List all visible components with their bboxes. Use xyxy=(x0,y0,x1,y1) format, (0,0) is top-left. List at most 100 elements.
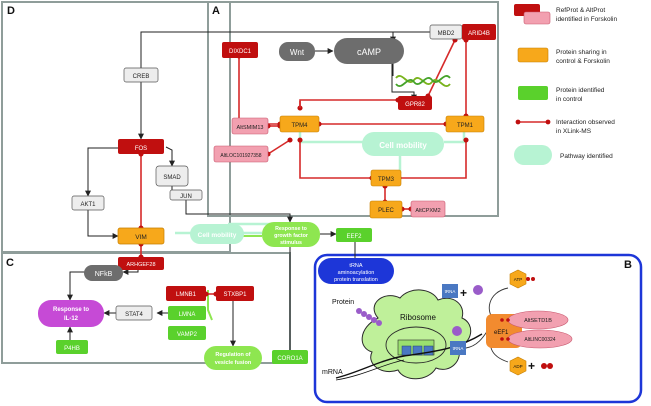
legend-control: Protein identified in control xyxy=(518,86,605,103)
pathway-cell-mobility-d: Cell mobility xyxy=(190,224,244,244)
node-mbd2: MBD2 xyxy=(429,24,463,40)
xlink-tpm4-gpr82 xyxy=(297,97,401,111)
svg-text:tRNA: tRNA xyxy=(453,346,464,351)
svg-text:AltLOC101927358: AltLOC101927358 xyxy=(220,153,261,159)
trna-left: tRNA xyxy=(442,284,458,298)
svg-text:EEF2: EEF2 xyxy=(346,234,362,240)
mrna-label: mRNA xyxy=(322,369,343,376)
legend-xlink-line-2: in XLink-MS xyxy=(556,128,592,135)
svg-text:AltCPXM2: AltCPXM2 xyxy=(415,208,440,214)
node-camp: cAMP xyxy=(334,38,404,64)
regulation-vesicle-line-1: Regulation of xyxy=(215,352,250,358)
legend-xlink-line-1: Interaction observed xyxy=(556,119,615,126)
xlink-tpm4-tpm3 xyxy=(297,137,375,181)
node-wnt: Wnt xyxy=(279,42,315,61)
svg-text:FOS: FOS xyxy=(135,146,147,152)
node-altloc101927358: AltLOC101927358 xyxy=(213,145,269,163)
node-stxbp1: STXBP1 xyxy=(216,286,254,301)
node-gpr82: GPR82 xyxy=(398,96,432,110)
pathway-cell-mobility-a: Cell mobility xyxy=(362,132,444,156)
panel-b-frame xyxy=(313,253,643,404)
dna-helix xyxy=(395,75,451,87)
panel-a-frame xyxy=(207,1,499,217)
legend-refprot-line-1: RefProt & AltProt xyxy=(556,7,605,14)
xlink-dixdc1-tpm4 xyxy=(236,53,283,127)
svg-text:SMAD: SMAD xyxy=(163,175,181,181)
svg-text:DIXDC1: DIXDC1 xyxy=(229,49,252,55)
node-tpm3: TPM3 xyxy=(370,169,402,187)
phosphate xyxy=(541,363,553,369)
node-lmnb1: LMNB1 xyxy=(166,286,206,301)
amino-acid-a xyxy=(473,285,483,295)
svg-text:P4HB: P4HB xyxy=(64,346,80,352)
atp-hexagon: ATP xyxy=(509,269,535,289)
node-fos: FOS xyxy=(118,139,164,154)
svg-text:LMNA: LMNA xyxy=(179,312,196,318)
response-il12-line-2: IL-12 xyxy=(64,316,79,322)
node-coro1a: CORO1A xyxy=(272,350,308,364)
arrow-akt1-to-vim xyxy=(87,210,119,239)
svg-text:VAMP2: VAMP2 xyxy=(177,332,198,338)
xlink-arid4b-gpr82 xyxy=(425,37,458,99)
svg-text:AKT1: AKT1 xyxy=(80,202,96,208)
node-plec: PLEC xyxy=(369,200,403,219)
arrow-fos-to-smad xyxy=(165,146,175,167)
altlinc00324-label: AltLINC00324 xyxy=(524,337,555,343)
altsetd1b-label: AltSETD1B xyxy=(524,318,552,324)
node-dixdc1: DIXDC1 xyxy=(222,42,258,58)
node-vamp2: VAMP2 xyxy=(168,326,206,340)
response-growth-line-3: stimulus xyxy=(280,240,302,246)
node-smad: SMAD xyxy=(155,165,189,187)
svg-text:ATP: ATP xyxy=(514,277,522,282)
panel-b-label: B xyxy=(624,259,632,271)
node-tpm4: TPM4 xyxy=(279,115,320,133)
protein-label: Protein xyxy=(332,299,354,306)
trna-pathway-line-2: aminoacylation xyxy=(338,270,375,276)
svg-text:AltSMIM13: AltSMIM13 xyxy=(237,125,264,131)
svg-text:GPR82: GPR82 xyxy=(405,102,425,108)
pathway-trna-translation: tRNA aminoacylation protein translation xyxy=(318,258,394,284)
legend-control-line-1: Protein identified xyxy=(556,87,605,94)
legend: RefProt & AltProt identified in Forskoli… xyxy=(514,4,617,165)
svg-text:CREB: CREB xyxy=(133,74,150,80)
legend-refprot-line-2: identified in Forskolin xyxy=(556,16,617,23)
legend-pathway-text: Pathway identified xyxy=(560,153,613,160)
plus-sign-a: + xyxy=(460,286,467,300)
node-creb: CREB xyxy=(123,67,159,83)
svg-text:CORO1A: CORO1A xyxy=(277,356,302,362)
panel-d-label: D xyxy=(7,5,15,17)
svg-text:JUN: JUN xyxy=(180,194,192,200)
plus-sign-b: + xyxy=(528,359,535,373)
svg-text:ARID4B: ARID4B xyxy=(468,31,490,37)
panel-c-label: C xyxy=(6,257,14,269)
regulation-vesicle-line-2: vesicle fusion xyxy=(215,360,252,366)
pathway-response-growth: Response to growth factor stimulus xyxy=(262,222,320,247)
arrow-jun-to-response xyxy=(185,198,293,223)
legend-sharing: Protein sharing in control & Forskolin xyxy=(517,47,610,65)
pathway-regulation-vesicle: Regulation of vesicle fusion xyxy=(204,346,262,370)
eef1-complex: eEF1 AltSETD1B AltLINC00324 xyxy=(486,310,573,349)
xlink-tpm1-tpm3 xyxy=(396,137,469,181)
node-nfkb: NFkB xyxy=(84,265,123,281)
svg-text:Cell mobility: Cell mobility xyxy=(379,141,427,150)
protein-chain xyxy=(356,308,382,326)
pathway-response-il12: Response to IL-12 xyxy=(38,300,104,327)
response-growth-line-2: growth factor xyxy=(274,233,308,239)
legend-control-line-2: in control xyxy=(556,96,583,103)
trna-right: tRNA xyxy=(450,341,466,355)
response-growth-line-1: Response to xyxy=(275,226,308,232)
node-altcpxm2: AltCPXM2 xyxy=(410,200,446,218)
svg-text:tRNA: tRNA xyxy=(445,289,456,294)
svg-text:STAT4: STAT4 xyxy=(125,312,143,318)
xlink-eef1-dots xyxy=(500,318,510,341)
svg-text:eEF1: eEF1 xyxy=(494,330,509,336)
svg-text:ADP: ADP xyxy=(513,364,522,369)
panel-a-label: A xyxy=(212,5,220,17)
ribosome-label: Ribosome xyxy=(400,313,437,322)
arrow-nfkb-to-il12 xyxy=(67,271,85,301)
node-stat4: STAT4 xyxy=(115,305,153,321)
node-jun: JUN xyxy=(169,189,203,201)
legend-refprot: RefProt & AltProt identified in Forskoli… xyxy=(514,4,617,25)
legend-sharing-line-2: control & Forskolin xyxy=(556,58,610,65)
